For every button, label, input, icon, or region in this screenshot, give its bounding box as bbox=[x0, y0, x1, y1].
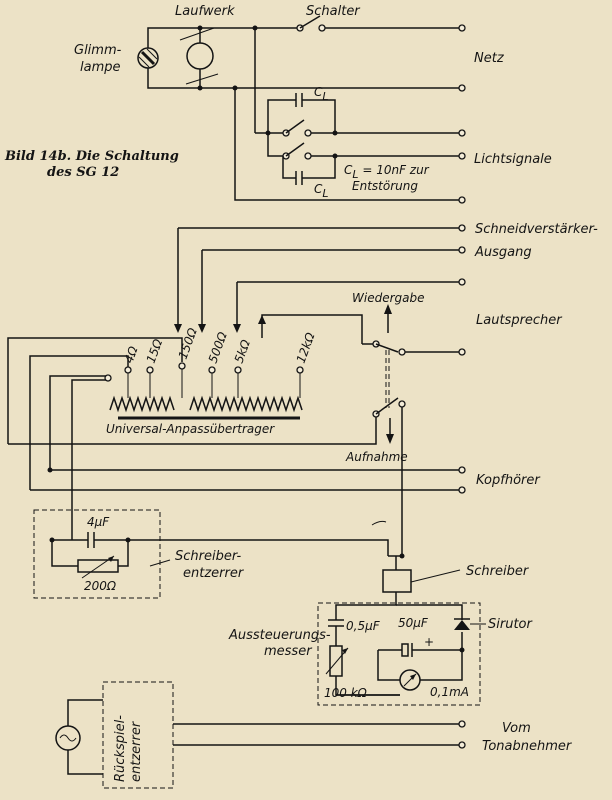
netz-label: Netz bbox=[474, 51, 505, 66]
cl-top-label: C bbox=[314, 85, 323, 99]
motor-symbol bbox=[186, 42, 214, 70]
resistor-200-label: 200Ω bbox=[84, 579, 117, 593]
transformer-section bbox=[7, 224, 466, 559]
cl-note-l: L bbox=[352, 168, 358, 181]
rueckspielentzerrer-block bbox=[55, 681, 466, 789]
schreiber-block bbox=[335, 555, 463, 620]
aufnahme-switch-lower bbox=[375, 397, 399, 415]
schneidverstaerker-label-1: Schneidverstärker- bbox=[475, 222, 598, 237]
mains-switch bbox=[299, 15, 321, 29]
resistor-100k-label: 100 kΩ bbox=[324, 686, 368, 700]
lautsprecher-label: Lautsprecher bbox=[476, 313, 563, 328]
cl-note-c: C bbox=[344, 163, 353, 177]
tap-12k-ohm: 12kΩ bbox=[294, 330, 318, 365]
cl-note-line2: Entstörung bbox=[352, 179, 418, 193]
cl-note-value: = 10nF zur bbox=[359, 163, 430, 177]
vom-label: Vom bbox=[502, 721, 531, 736]
aussteuerungsmesser-block bbox=[317, 602, 481, 706]
kopfhoerer-label: Kopfhörer bbox=[476, 473, 541, 488]
glimmlampe-label-1: Glimm- bbox=[74, 43, 122, 58]
rueckspielentzerrer-label-2: entzerrer bbox=[129, 720, 144, 782]
tonabnehmer-label: Tonabnehmer bbox=[482, 739, 573, 754]
laufwerk-label: Laufwerk bbox=[175, 4, 235, 19]
meter-label: 0,1mA bbox=[430, 685, 469, 699]
wiedergabe-switch-upper bbox=[375, 343, 399, 353]
tap-15-ohm: 15Ω bbox=[144, 336, 166, 365]
schreiberentzerrer-label-1: Schreiber- bbox=[175, 549, 241, 564]
lichtsignale-label: Lichtsignale bbox=[474, 152, 552, 167]
schneidverstaerker-label-2: Ausgang bbox=[474, 245, 532, 260]
schreiberentzerrer-block bbox=[33, 509, 389, 599]
svg-text:CL = 10nF zur: CL = 10nF zur bbox=[344, 163, 430, 181]
capacitor-50uf-label: 50µF bbox=[398, 616, 429, 630]
capacitor-05uf-label: 0,5µF bbox=[346, 619, 381, 633]
tap-4-ohm: 4Ω bbox=[122, 344, 141, 365]
transformer-label: Universal-Anpassübertrager bbox=[106, 422, 275, 436]
netz-terminal-2 bbox=[458, 84, 466, 92]
wiedergabe-label: Wiedergabe bbox=[352, 291, 425, 305]
capacitor-50uf bbox=[401, 643, 409, 657]
cl-bottom-label: C bbox=[314, 182, 323, 196]
netz-terminal-1 bbox=[458, 24, 466, 32]
svg-text:CL: CL bbox=[314, 182, 329, 200]
schreiberentzerrer-label-2: entzerrer bbox=[183, 566, 245, 581]
mains-section bbox=[137, 15, 466, 204]
figure-caption-line2: des SG 12 bbox=[47, 165, 119, 180]
sirutor-diode bbox=[454, 620, 470, 630]
tap-500-ohm: 500Ω bbox=[206, 329, 230, 365]
transformer-winding-secondary bbox=[189, 395, 303, 413]
schalter-label: Schalter bbox=[306, 4, 361, 19]
aufnahme-label: Aufnahme bbox=[345, 450, 408, 464]
capacitor-4uf-label: 4µF bbox=[87, 515, 110, 529]
rueckspielentzerrer-label-1: Rückspiel- bbox=[113, 715, 128, 782]
glimmlampe-label-2: lampe bbox=[80, 60, 121, 75]
resistor-100k bbox=[329, 645, 343, 677]
cl-top-sub: L bbox=[322, 90, 328, 103]
cl-bottom-sub: L bbox=[322, 187, 328, 200]
schreiber-cutter-symbol bbox=[382, 569, 412, 593]
tap-150-ohm: 150Ω bbox=[176, 325, 200, 361]
transformer-winding-primary bbox=[109, 395, 175, 413]
figure-caption-line1: Bild 14b. Die Schaltung bbox=[4, 149, 179, 164]
resistor-200-ohm bbox=[77, 559, 119, 573]
svg-text:CL: CL bbox=[314, 85, 329, 103]
schreiber-label: Schreiber bbox=[466, 564, 530, 579]
aussteuerungsmesser-label-1: Aussteuerungs- bbox=[228, 628, 331, 643]
tap-5k-ohm: 5kΩ bbox=[232, 337, 254, 365]
sirutor-label: Sirutor bbox=[488, 617, 533, 632]
aussteuerungsmesser-label-2: messer bbox=[264, 644, 313, 659]
capacitor-plus-sign: + bbox=[424, 635, 434, 649]
